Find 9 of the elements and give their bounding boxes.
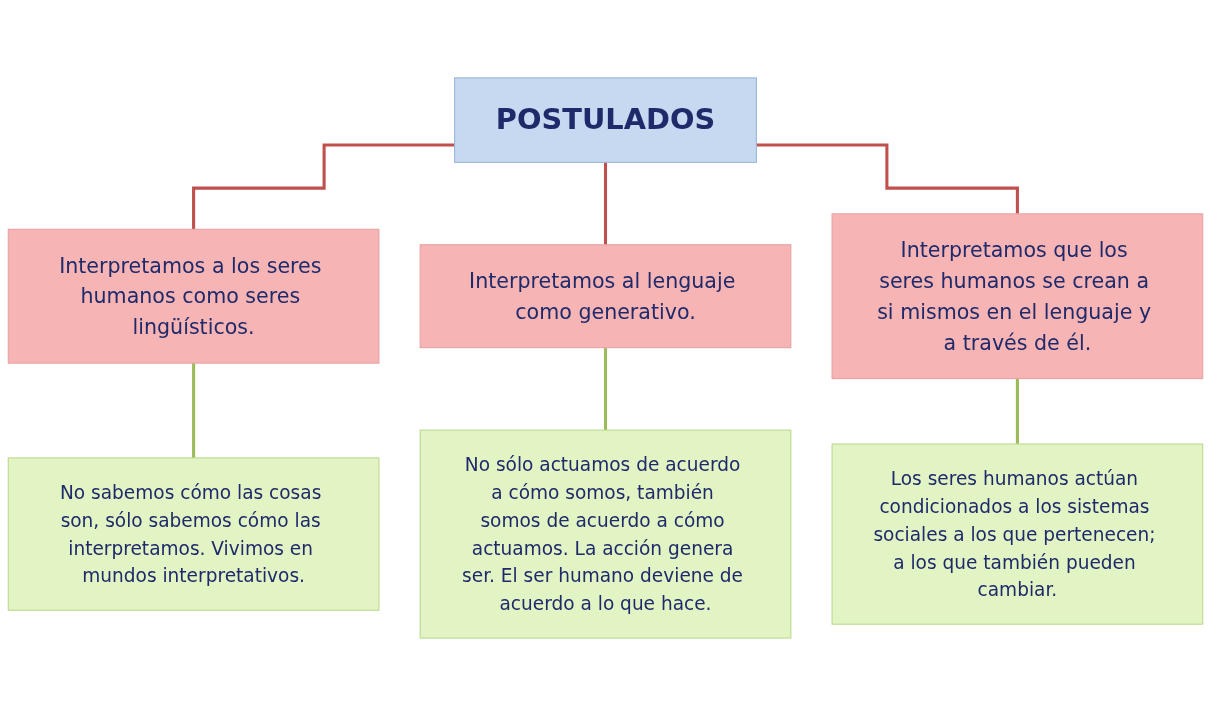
node-box: Interpretamos que los seres humanos se crean a si mismos en el lenguaje y a través de él. [831, 213, 1204, 380]
node-box: Los seres humanos actúan condicionados a los sistemas sociales a los que pertenecen; a los que también pueden cambiar. [831, 443, 1204, 625]
node-box: Interpretamos al lenguaje como generativo. [419, 244, 792, 349]
connector [192, 143, 455, 231]
node-box: Interpretamos a los seres humanos como seres lingüísticos. [7, 228, 380, 364]
connector [603, 346, 608, 432]
node-box: No sabemos cómo las cosas son, sólo sabemos cómo las interpretamos. Vivimos en mundos interpretativos. [7, 457, 380, 611]
node-box: POSTULADOS [454, 77, 757, 163]
node-box: No sólo actuamos de acuerdo a cómo somos, también somos de acuerdo a cómo actuamos. La acción genera ser. El ser humano deviene de acuerdo a lo que hace. [419, 429, 792, 639]
